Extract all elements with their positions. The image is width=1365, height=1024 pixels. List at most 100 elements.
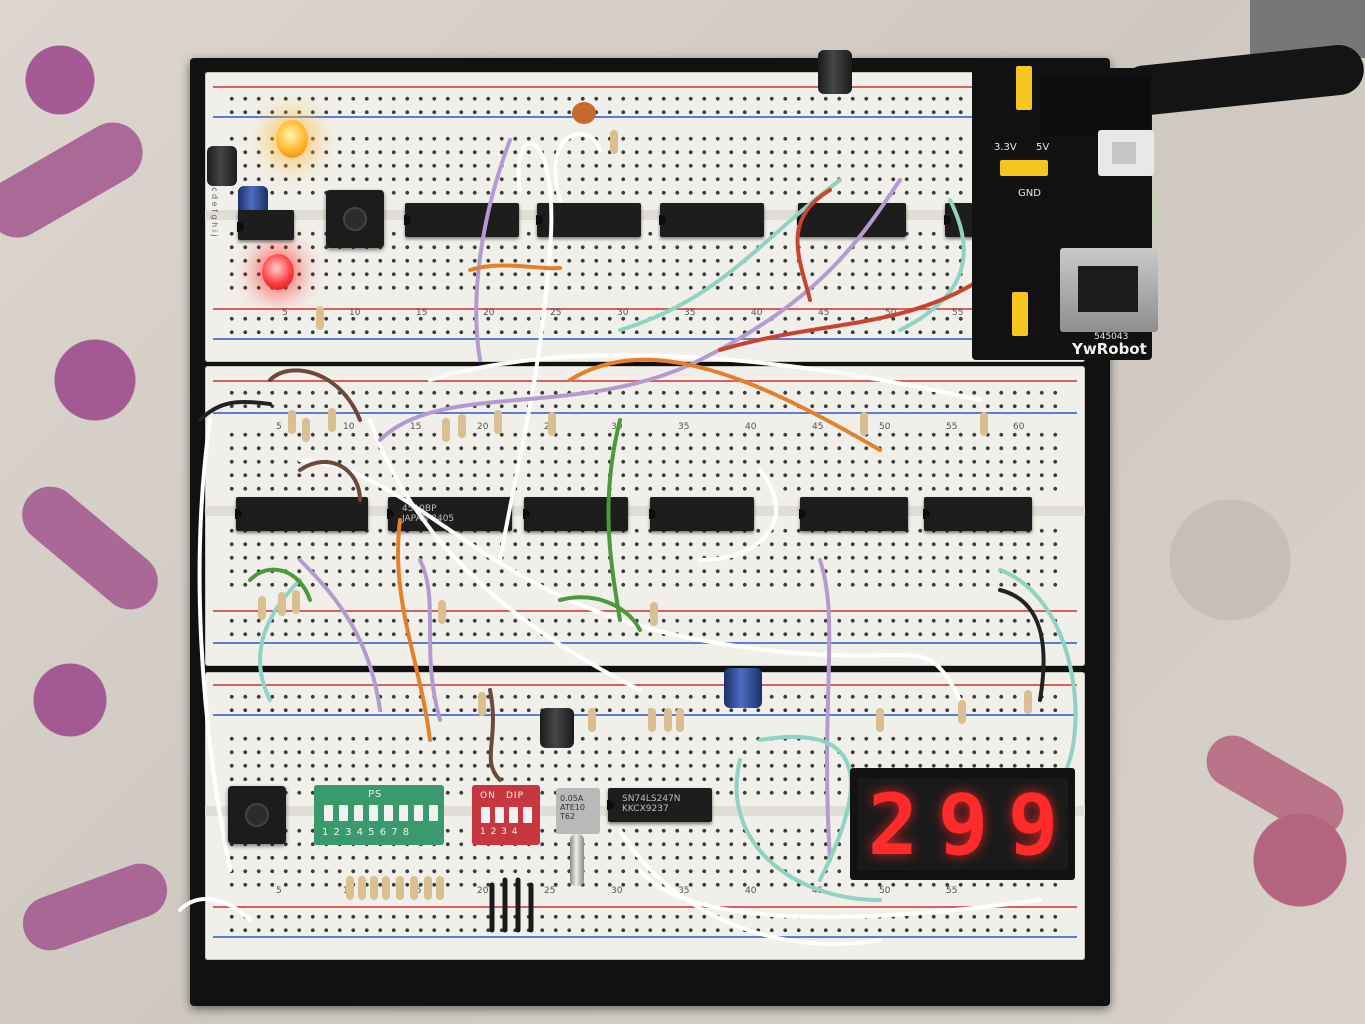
ic-chip xyxy=(235,497,368,531)
wire xyxy=(396,518,432,742)
dip-toggle-3[interactable] xyxy=(354,805,363,821)
seven-segment-display: 2 9 9 xyxy=(850,768,1075,880)
resistor xyxy=(258,596,266,620)
wire xyxy=(795,188,832,302)
wire xyxy=(368,418,642,692)
toggle-switch-body: 0.05A ATE10 T62 xyxy=(556,788,600,834)
ground-rail xyxy=(213,116,1077,118)
ic-chip xyxy=(799,497,908,531)
column-number: 45 xyxy=(812,422,824,432)
power-rail xyxy=(213,308,1077,310)
wire xyxy=(378,178,902,442)
resistor xyxy=(346,876,354,900)
wire xyxy=(998,568,1078,782)
column-number: 5 xyxy=(276,886,282,896)
wire xyxy=(734,758,882,902)
row-letters: a b c d e f g h i j xyxy=(210,172,219,237)
wire xyxy=(553,132,602,202)
dip-toggle-4[interactable] xyxy=(369,805,378,821)
dip-toggle-6[interactable] xyxy=(399,805,408,821)
jumper-header[interactable] xyxy=(1012,292,1028,336)
ic-chip xyxy=(923,497,1032,531)
column-number: 40 xyxy=(751,308,763,318)
column-number: 30 xyxy=(617,308,629,318)
column-number: 60 xyxy=(1013,422,1025,432)
toggle-switch-lever[interactable] xyxy=(570,834,584,886)
column-number: 30 xyxy=(611,886,623,896)
decoder-chip: SN74LS247N KKCX9237 xyxy=(607,788,712,822)
ceramic-capacitor xyxy=(572,102,596,124)
jumper-header[interactable] xyxy=(1000,160,1048,176)
resistor xyxy=(664,708,672,732)
column-number: 10 xyxy=(349,308,361,318)
power-slide-switch[interactable] xyxy=(1098,130,1154,176)
ground-rail xyxy=(213,936,1077,938)
reset-push-button[interactable] xyxy=(326,190,384,248)
resistor xyxy=(676,708,684,732)
resistor xyxy=(438,600,446,624)
resistor xyxy=(610,130,618,154)
dip-label: DIP xyxy=(506,791,525,801)
dip-positions: 1 2 3 4 xyxy=(480,827,519,837)
wire xyxy=(468,263,562,272)
wire xyxy=(298,459,362,502)
amber-led xyxy=(276,120,308,158)
rail-holes xyxy=(225,92,1065,114)
resistor xyxy=(494,410,502,434)
dip-toggle-2[interactable] xyxy=(339,805,348,821)
resistor xyxy=(436,876,444,900)
resistor xyxy=(648,708,656,732)
column-number: 35 xyxy=(678,886,690,896)
resistor xyxy=(292,590,300,614)
dip-toggle-5[interactable] xyxy=(384,805,393,821)
dip-toggle-8[interactable] xyxy=(429,805,438,821)
dip-toggle-2[interactable] xyxy=(495,807,504,823)
terminal-holes xyxy=(225,428,1065,496)
voltage-label: 3.3V xyxy=(994,142,1017,153)
four-way-dip-switch[interactable]: ON DIP 1 2 3 4 xyxy=(472,785,540,845)
push-button[interactable] xyxy=(228,786,286,844)
timer-chip xyxy=(237,210,294,240)
resistor xyxy=(316,306,324,330)
column-number: 50 xyxy=(885,308,897,318)
wire xyxy=(568,357,882,452)
wire xyxy=(898,198,966,332)
display-digit: 9 xyxy=(998,776,1068,874)
ic-chip xyxy=(536,203,641,237)
column-number: 25 xyxy=(550,308,562,318)
resistor xyxy=(410,876,418,900)
barrel-jack xyxy=(1040,76,1150,136)
column-number: 35 xyxy=(684,308,696,318)
electrolytic-capacitor xyxy=(207,146,237,186)
column-number: 40 xyxy=(745,886,757,896)
digit-value: 9 xyxy=(1007,776,1059,874)
column-number: 5 xyxy=(282,308,288,318)
dip-toggle-3[interactable] xyxy=(509,807,518,823)
column-number: 15 xyxy=(416,308,428,318)
dip-toggle-7[interactable] xyxy=(414,805,423,821)
wire xyxy=(178,897,252,922)
resistor xyxy=(588,708,596,732)
wire xyxy=(498,141,554,562)
chip-part-number: SN74LS247N xyxy=(622,794,681,804)
dip-toggle-4[interactable] xyxy=(523,807,532,823)
eight-way-dip-switch[interactable]: PS 1 2 3 4 5 6 7 8 xyxy=(314,785,444,845)
column-number: 55 xyxy=(946,886,958,896)
dip-toggle-1[interactable] xyxy=(481,807,490,823)
center-channel xyxy=(205,210,1085,220)
resistor xyxy=(1024,690,1032,714)
resistor xyxy=(424,876,432,900)
toggle-label-line: ATE10 xyxy=(560,803,585,812)
resistor xyxy=(370,876,378,900)
red-led xyxy=(262,254,294,290)
display-digit: 2 xyxy=(858,776,928,874)
toggle-label-line: 0.05A xyxy=(560,794,584,803)
wire xyxy=(558,595,642,632)
jumper-header[interactable] xyxy=(1016,66,1032,110)
resistor xyxy=(650,602,658,626)
wire xyxy=(698,468,779,562)
dip-toggle-1[interactable] xyxy=(324,805,333,821)
resistor xyxy=(860,412,868,436)
resistor xyxy=(358,876,366,900)
